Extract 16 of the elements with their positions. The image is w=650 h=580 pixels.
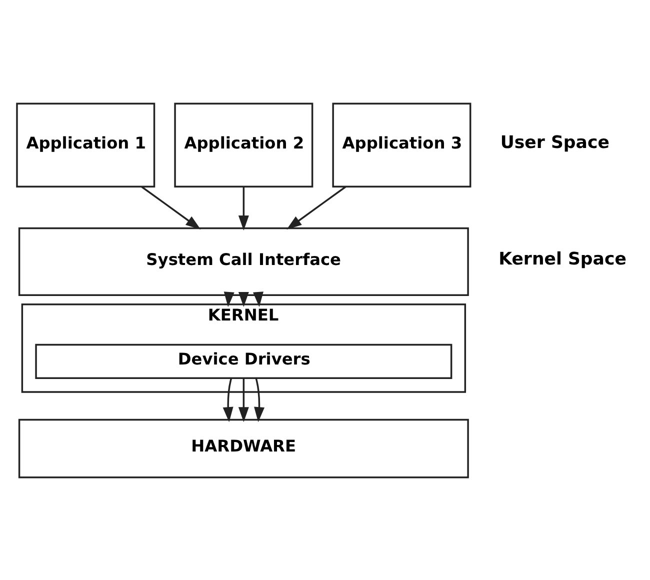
arrow [238,186,249,230]
arrow [238,378,249,422]
arrow [252,291,264,306]
node-box: Application 1 [16,102,156,188]
label: Kernel Space [498,249,626,270]
label: User Space [500,132,610,153]
node-box: Application 2 [174,102,314,188]
arrow [238,291,249,306]
node-box: Device Drivers [35,343,452,379]
node-box: HARDWARE [18,418,469,478]
arrow [224,291,234,306]
arrow [141,186,201,229]
node-box: Application 3 [332,102,472,188]
arrow [286,186,346,229]
arrow [222,378,234,422]
arrow [254,378,265,422]
